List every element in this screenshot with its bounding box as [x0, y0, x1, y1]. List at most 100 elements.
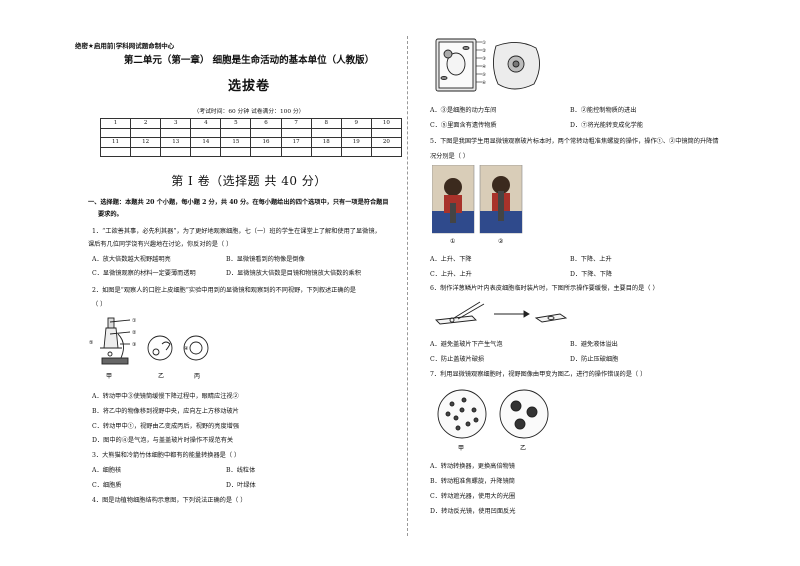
- answer-cell[interactable]: [340, 127, 372, 139]
- grid-cell: 16: [250, 137, 282, 148]
- grid-cell: 4: [190, 118, 222, 129]
- answer-cell[interactable]: [220, 146, 252, 158]
- fig-label-c2: ②: [132, 330, 137, 336]
- q6-coverslip-figure: [435, 301, 568, 325]
- grid-cell: 14: [190, 137, 222, 148]
- q1-option-c[interactable]: C．显微镜观察的材料一定要薄而透明: [92, 270, 196, 277]
- q5-option-c[interactable]: C．上升、上升: [430, 271, 472, 278]
- animal-cell: [493, 42, 540, 90]
- answer-cell[interactable]: [160, 146, 192, 158]
- cell-label-3: ③: [482, 56, 486, 62]
- page-title: 第二单元（第一章） 细胞是生命活动的基本单位（人教版）: [123, 55, 375, 66]
- grid-cell: 13: [160, 137, 192, 148]
- grid-cell: 2: [130, 118, 162, 129]
- view-yi: [147, 335, 173, 361]
- exam-info: （考试时间：60 分钟 试卷满分：100 分）: [193, 109, 305, 115]
- answer-cell[interactable]: [190, 127, 222, 139]
- view-yi: [499, 389, 549, 439]
- answer-cell[interactable]: [250, 127, 282, 139]
- q4-option-a[interactable]: A．③是细胞的动力车间: [430, 107, 497, 114]
- q6-option-c[interactable]: C．防止盖玻片破损: [430, 356, 485, 363]
- q4-option-d[interactable]: D．⑦将光能转变成化学能: [570, 122, 644, 129]
- q7-stem: 7．利用显微镜观察细胞时，视野图像由甲变为图乙，进行的操作错误的是（ ）: [430, 371, 647, 378]
- q1-option-a[interactable]: A．放大倍数越大视野越明亮: [92, 256, 171, 263]
- page-fold-line: [407, 36, 408, 536]
- q7-view-figure: 甲 乙: [437, 389, 549, 452]
- fig-label-yi: 乙: [158, 373, 164, 380]
- fig-label-c1: ①: [132, 318, 137, 324]
- answer-cell[interactable]: [370, 127, 403, 139]
- answer-cell[interactable]: [280, 146, 312, 158]
- q7-option-b[interactable]: B．转动粗准焦螺旋，升降镜筒: [430, 478, 515, 485]
- page-subtitle: 选拔卷: [227, 79, 270, 94]
- grid-cell: 17: [280, 137, 312, 148]
- q6-option-a[interactable]: A．避免盖玻片下产生气泡: [430, 341, 503, 348]
- q5-option-a[interactable]: A．上升、下降: [430, 256, 472, 263]
- q7-option-c[interactable]: C．转动遮光器，使用大的光圈: [430, 493, 516, 500]
- grid-cell: 12: [130, 137, 162, 148]
- q4-option-b[interactable]: B．②能控制物质的进出: [570, 107, 637, 114]
- answer-cell[interactable]: [130, 146, 162, 158]
- answer-cell[interactable]: [220, 127, 252, 139]
- q7-option-d[interactable]: D．转动反光镜，使用凹面反光: [430, 508, 516, 515]
- answer-cell[interactable]: [310, 127, 342, 139]
- fig-label-c5: ⑤: [89, 340, 93, 346]
- answer-cell[interactable]: [250, 146, 282, 158]
- q3-option-c[interactable]: C．细胞质: [92, 482, 122, 489]
- q5-option-d[interactable]: D．下降、下降: [570, 271, 613, 278]
- q6-option-d[interactable]: D．防止压破细胞: [570, 356, 619, 363]
- q3-stem: 3．大熊猫和冷箭竹体细胞中都有的能量转换器是（ ）: [92, 452, 241, 459]
- q2-stem-line1: 2．如图是“观察人的口腔上皮细胞”实验中用到的显微镜和观察到的不同视野，下列叙述…: [92, 287, 356, 294]
- cell-label-4: ④: [482, 64, 486, 70]
- q1-option-b[interactable]: B．显微镜看到的物像是倒像: [226, 256, 305, 263]
- answer-cell[interactable]: [310, 146, 342, 158]
- fig-label-jia: 甲: [106, 373, 112, 380]
- q2-option-d[interactable]: D．图中的④是气泡，与盖盖玻片时操作不规范有关: [92, 437, 234, 444]
- q5-stem-line1: 5．下图是我国学生用显微镜观察玻片标本时，两个常转动粗准焦螺旋的操作，操作①、②…: [430, 138, 719, 145]
- q4-cell-figure: ① ② ③ ④ ⑤ ⑥: [435, 38, 540, 92]
- arrow-drawing: [494, 310, 530, 318]
- q2-microscope-figure: ① ② ③ ⑤ ④ 甲 乙 丙: [89, 317, 209, 380]
- q2-option-a[interactable]: A．转动甲中③使镜筒缓慢下降过程中，眼睛应注视②: [92, 393, 239, 400]
- grid-cell: 8: [310, 118, 342, 129]
- q6-option-b[interactable]: B．避免液体溢出: [570, 341, 618, 348]
- photo-label-1: ①: [450, 238, 455, 245]
- confidential-tag: 绝密★启用前|学科网试题命制中心: [75, 42, 175, 50]
- fig-label-c3: ③: [132, 342, 136, 348]
- q4-option-c[interactable]: C．⑤里面含有遗传物质: [430, 122, 497, 129]
- q5-option-b[interactable]: B．下降、上升: [570, 256, 612, 263]
- answer-cell[interactable]: [370, 146, 403, 158]
- answer-cell[interactable]: [160, 127, 192, 139]
- instructions-line2: 要求的。: [98, 211, 123, 218]
- grid-cell: 19: [340, 137, 372, 148]
- photo-2: [479, 165, 523, 234]
- answer-cell[interactable]: [280, 127, 312, 139]
- q2-option-c[interactable]: C．转动甲中①，视野由乙变成丙后，视野的亮度增强: [92, 423, 240, 430]
- answer-cell[interactable]: [130, 127, 162, 139]
- fig-label-c4: ④: [184, 346, 189, 352]
- q7-option-a[interactable]: A．转动转换器，更换高倍物镜: [430, 463, 515, 470]
- answer-cell[interactable]: [190, 146, 222, 158]
- grid-cell: 7: [280, 118, 312, 129]
- q5-stem-line2: 况分别是（ ）: [430, 153, 470, 160]
- microscope-drawing: [100, 317, 131, 365]
- view-bing: [183, 335, 209, 361]
- grid-cell: 3: [160, 118, 192, 129]
- grid-cell: 15: [220, 137, 252, 148]
- q3-option-d[interactable]: D．叶绿体: [226, 482, 256, 489]
- view-label-jia: 甲: [458, 445, 464, 452]
- cell-label-6: ⑥: [482, 80, 486, 86]
- q2-option-b[interactable]: B．将乙中的物像移到视野中央，应向左上方移动玻片: [92, 408, 239, 415]
- instructions-line1: 一、选择题：本题共 20 个小题，每小题 2 分，共 40 分。在每小题给出的四…: [88, 199, 389, 206]
- answer-cell[interactable]: [340, 146, 372, 158]
- q4-stem: 4．图是动植物细胞结构示意图，下列说法正确的是（ ）: [92, 497, 247, 504]
- section-title: 第 I 卷（选择题 共 40 分）: [171, 174, 327, 188]
- answer-cell[interactable]: [99, 127, 132, 139]
- q3-option-b[interactable]: B．线粒体: [226, 467, 256, 474]
- q1-stem-line1: 1．“工欲善其事，必先利其器”，为了更好地观察细胞，七（一）班的学生在课堂上了解…: [92, 228, 381, 235]
- q1-option-d[interactable]: D．显微镜放大倍数是目镜和物镜放大倍数的乘积: [226, 270, 361, 277]
- q3-option-a[interactable]: A．细胞核: [92, 467, 122, 474]
- grid-cell: 18: [310, 137, 342, 148]
- answer-cell[interactable]: [99, 146, 132, 158]
- q6-stem: 6．制作洋葱鳞片叶内表皮细胞临时装片时，下图所示操作要缓慢，主要目的是（ ）: [430, 285, 659, 292]
